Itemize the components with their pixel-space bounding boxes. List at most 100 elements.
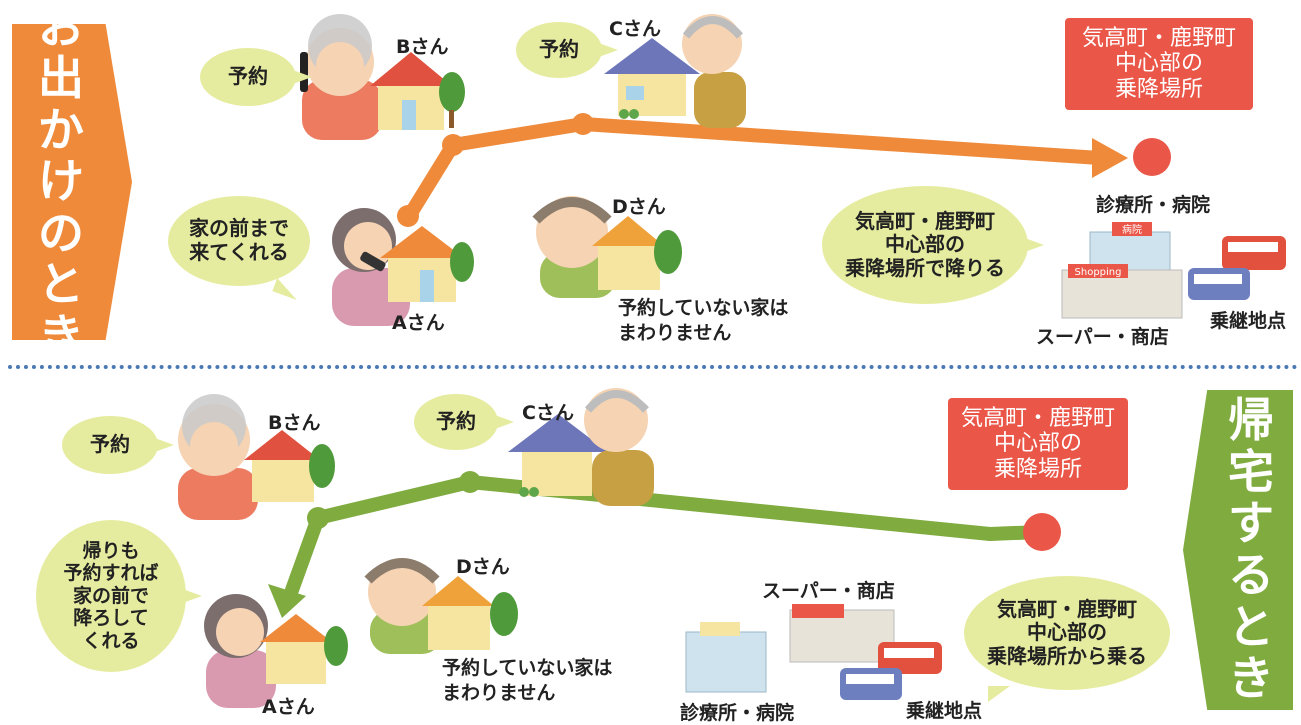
- reserve-bubble-b: 予約: [200, 48, 312, 106]
- hospital-building-icon: [685, 622, 767, 693]
- person-d-label: Dさん: [612, 196, 666, 218]
- stop-sign-line: 気高町・鹿野町: [1081, 26, 1236, 52]
- house-icon: [260, 614, 332, 684]
- bubble-text: 乗降場所で降りる: [845, 255, 1005, 280]
- no-reservation-note: 予約していない家は まわりません: [618, 296, 788, 345]
- bubble-text: 乗降場所から乗る: [987, 643, 1147, 668]
- person-d-icon: [532, 196, 616, 298]
- outbound-title-arrow: お 出 か け の と き: [12, 24, 132, 340]
- person-a-icon: [332, 208, 410, 326]
- board-bubble: 気高町・鹿野町 中心部の 乗降場所から乗る: [964, 576, 1170, 702]
- house-icon: [422, 576, 494, 650]
- person-c-icon: [682, 14, 746, 128]
- person-a-label: Aさん: [262, 696, 315, 718]
- reserve-bubble-c: 予約: [414, 394, 514, 450]
- stop-marker: [1023, 513, 1061, 551]
- shop-sign-text: Shopping: [1075, 267, 1122, 278]
- bubble-text: 降ろして: [73, 607, 149, 630]
- route-node: [397, 205, 419, 227]
- person-c-icon: [584, 388, 654, 506]
- note-line: 予約していない家は: [442, 657, 613, 679]
- tree-icon: [324, 626, 348, 666]
- person-b-label: Bさん: [396, 36, 449, 58]
- return-title-char: と: [1228, 599, 1274, 654]
- dropoff-bubble: 気高町・鹿野町 中心部の 乗降場所で降りる: [822, 186, 1044, 304]
- bubble-text: 帰りも: [82, 539, 140, 562]
- supermarket-label: スーパー・商店: [762, 580, 895, 602]
- bubble-text: 家の前で: [72, 584, 149, 607]
- outbound-title-char: か: [38, 102, 84, 157]
- outbound-title-char: け: [38, 154, 84, 209]
- house-icon: [370, 52, 452, 130]
- return-illustration: [178, 388, 1061, 708]
- note-line: まわりません: [442, 681, 556, 704]
- supermarket-building-icon: [789, 604, 895, 663]
- central-stop-sign: 気高町・鹿野町 中心部の 乗降場所: [1065, 18, 1253, 110]
- bubble-text: 予約すれば: [63, 562, 159, 585]
- bubble-text: 予約: [436, 409, 476, 434]
- supermarket-label: スーパー・商店: [1036, 326, 1169, 348]
- stop-sign-line: 中心部の: [993, 431, 1082, 457]
- bubble-text: 予約: [90, 432, 130, 457]
- section-divider: [8, 365, 1298, 369]
- person-a-label: Aさん: [392, 312, 445, 334]
- bus-icon: [878, 642, 942, 674]
- transfer-point-label: 乗継地点: [906, 700, 983, 722]
- bubble-text: くれる: [82, 629, 140, 652]
- bubble-text: 気高町・鹿野町: [997, 596, 1137, 621]
- outbound-title-char: の: [38, 205, 84, 260]
- hospital-sign-text: 病院: [1122, 223, 1142, 236]
- route-node: [572, 113, 594, 135]
- person-b-label: Bさん: [268, 412, 321, 434]
- bubble-text: 気高町・鹿野町: [855, 208, 995, 233]
- no-reservation-note: 予約していない家は まわりません: [442, 656, 612, 705]
- bus-icon: [1188, 268, 1250, 300]
- person-a-icon: [204, 594, 276, 708]
- route-node: [307, 507, 329, 529]
- tree-icon: [490, 592, 518, 636]
- house-icon: [592, 216, 664, 290]
- supermarket-building-icon: Shopping: [1061, 264, 1183, 319]
- tree-icon: [450, 242, 474, 282]
- outbound-route-arrowhead: [1092, 138, 1128, 178]
- bubble-text: 来てくれる: [189, 240, 289, 264]
- return-title-char: き: [1228, 651, 1274, 706]
- stop-sign-line: 中心部の: [1114, 51, 1203, 77]
- return-title-arrow: 帰 宅 す る と き: [1183, 390, 1293, 710]
- stop-sign-line: 気高町・鹿野町: [960, 406, 1115, 432]
- reserve-bubble-b: 予約: [62, 416, 174, 474]
- house-icon: [380, 226, 464, 302]
- bubble-text: 中心部の: [1027, 620, 1107, 645]
- transfer-point-label: 乗継地点: [1210, 310, 1287, 332]
- house-icon: [244, 430, 320, 502]
- tree-icon: [654, 230, 682, 274]
- route-node: [459, 471, 481, 493]
- person-b-icon: [178, 394, 258, 520]
- outbound-title-char: 出: [38, 51, 84, 106]
- outbound-illustration: 病院 Shopping: [300, 14, 1286, 326]
- person-d-label: Dさん: [456, 556, 510, 578]
- person-d-icon: [364, 558, 442, 654]
- return-title-char: 宅: [1228, 444, 1274, 499]
- person-c-label: Cさん: [522, 402, 574, 424]
- note-line: 予約していない家は: [618, 297, 789, 319]
- bubble-text: 中心部の: [885, 232, 965, 257]
- outbound-title-char: と: [38, 257, 84, 312]
- reserve-bubble-c: 予約: [516, 22, 618, 78]
- stop-sign-line: 乗降場所: [1114, 76, 1203, 102]
- outbound-panel: お 出 か け の と き: [0, 0, 1301, 362]
- tree-icon: [439, 72, 465, 128]
- pickup-bubble: 家の前まで 来てくれる: [168, 196, 310, 286]
- outbound-title-char: お: [38, 0, 84, 54]
- bus-icon: [1222, 236, 1286, 270]
- return-title-char: 帰: [1228, 393, 1274, 448]
- tree-icon: [309, 444, 335, 488]
- central-stop-sign: 気高町・鹿野町 中心部の 乗降場所: [948, 398, 1128, 490]
- outbound-route-line: [401, 117, 1107, 225]
- return-title-char: る: [1228, 548, 1274, 602]
- bubble-text: 家の前まで: [189, 216, 289, 241]
- house-icon: [508, 414, 608, 497]
- person-c-label: Cさん: [609, 18, 661, 40]
- bubble-text: 予約: [228, 64, 268, 89]
- return-dropoff-bubble: 帰りも 予約すれば 家の前で 降ろして くれる: [36, 520, 202, 672]
